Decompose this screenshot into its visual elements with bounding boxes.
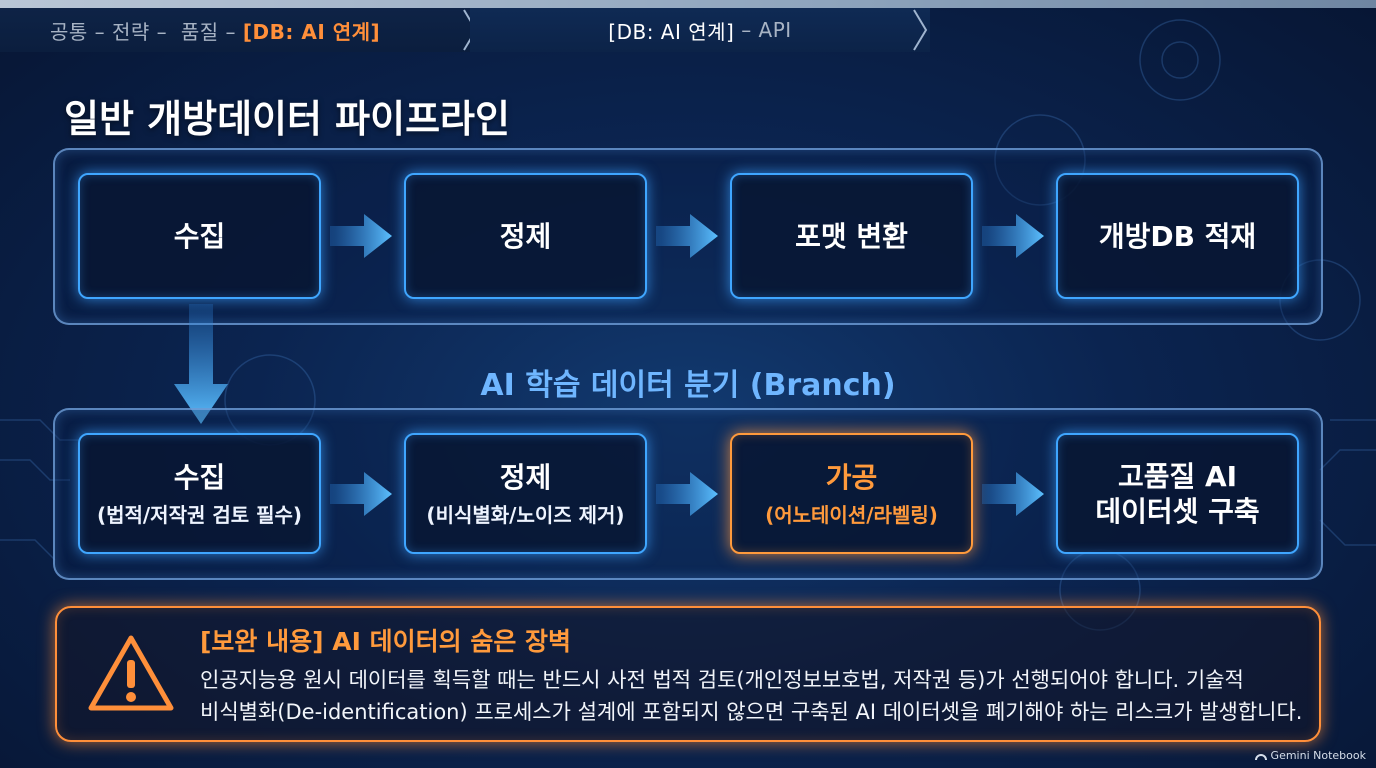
chevron-right-icon [913, 9, 928, 51]
warning-body-line: 인공지능용 원시 데이터를 획득할 때는 반드시 사전 법적 검토(개인정보보호… [200, 668, 1244, 692]
ai-step-dataset-build: 고품질 AI 데이터셋 구축 [1056, 433, 1299, 554]
ai-step-collect: 수집 (법적/저작권 검토 필수) [78, 433, 321, 554]
arrow-right-icon [330, 214, 392, 258]
step-sublabel: (어노테이션/라벨링) [765, 502, 938, 527]
breadcrumb-segment-1[interactable]: 공통 – 전략 – 품질 – [DB: AI 연계] [0, 8, 470, 52]
warning-title: [보완 내용] AI 데이터의 숨은 장벽 [200, 627, 572, 656]
step-label: 정제 [499, 219, 552, 253]
arrow-right-icon [656, 472, 718, 516]
breadcrumb-top-strip [0, 0, 1376, 8]
step-cleanse: 정제 [404, 173, 647, 299]
warning-body: 인공지능용 원시 데이터를 획득할 때는 반드시 사전 법적 검토(개인정보보호… [200, 664, 1310, 728]
breadcrumb-current-section: [DB: AI 연계] [242, 19, 381, 44]
warning-body-line: 비식별화(De-identification) 프로세스가 설계에 포함되지 않… [200, 700, 1303, 724]
step-collect: 수집 [78, 173, 321, 299]
step-label-line2: 데이터셋 구축 [1095, 494, 1260, 528]
breadcrumb-sub-section: [DB: AI 연계] [608, 19, 735, 44]
arrow-right-icon [982, 472, 1044, 516]
warning-callout: [보완 내용] AI 데이터의 숨은 장벽 인공지능용 원시 데이터를 획득할 … [55, 606, 1321, 742]
notebook-logo-icon [1254, 753, 1267, 760]
branch-label: AI 학습 데이터 분기 (Branch) [480, 368, 896, 403]
step-label: 고품질 AI [1117, 459, 1238, 493]
step-label: 개방DB 적재 [1098, 219, 1257, 253]
step-label: 수집 [173, 460, 226, 494]
arrow-down-icon [174, 304, 228, 424]
footer-text: Gemini Notebook [1270, 749, 1366, 762]
breadcrumb: 공통 – 전략 – 품질 – [DB: AI 연계] [DB: AI 연계] –… [0, 0, 1376, 52]
arrow-right-icon [656, 214, 718, 258]
step-label: 포맷 변환 [795, 219, 908, 253]
footer-watermark: Gemini Notebook [1254, 749, 1366, 762]
step-sublabel: (비식별화/노이즈 제거) [426, 502, 625, 527]
breadcrumb-sub-page: – API [734, 18, 792, 42]
warning-icon [88, 635, 174, 711]
step-label: 정제 [499, 460, 552, 494]
breadcrumb-path: 공통 – 전략 – 품질 – [50, 19, 243, 44]
step-format-convert: 포맷 변환 [730, 173, 973, 299]
step-open-db-load: 개방DB 적재 [1056, 173, 1299, 299]
arrow-right-icon [982, 214, 1044, 258]
page-title: 일반 개방데이터 파이프라인 [64, 97, 510, 141]
breadcrumb-segment-2[interactable]: [DB: AI 연계] – API [470, 8, 930, 52]
step-label: 수집 [173, 219, 226, 253]
ai-step-cleanse: 정제 (비식별화/노이즈 제거) [404, 433, 647, 554]
step-label: 가공 [825, 460, 878, 494]
step-sublabel: (법적/저작권 검토 필수) [96, 502, 303, 527]
ai-step-process: 가공 (어노테이션/라벨링) [730, 433, 973, 554]
arrow-right-icon [330, 472, 392, 516]
